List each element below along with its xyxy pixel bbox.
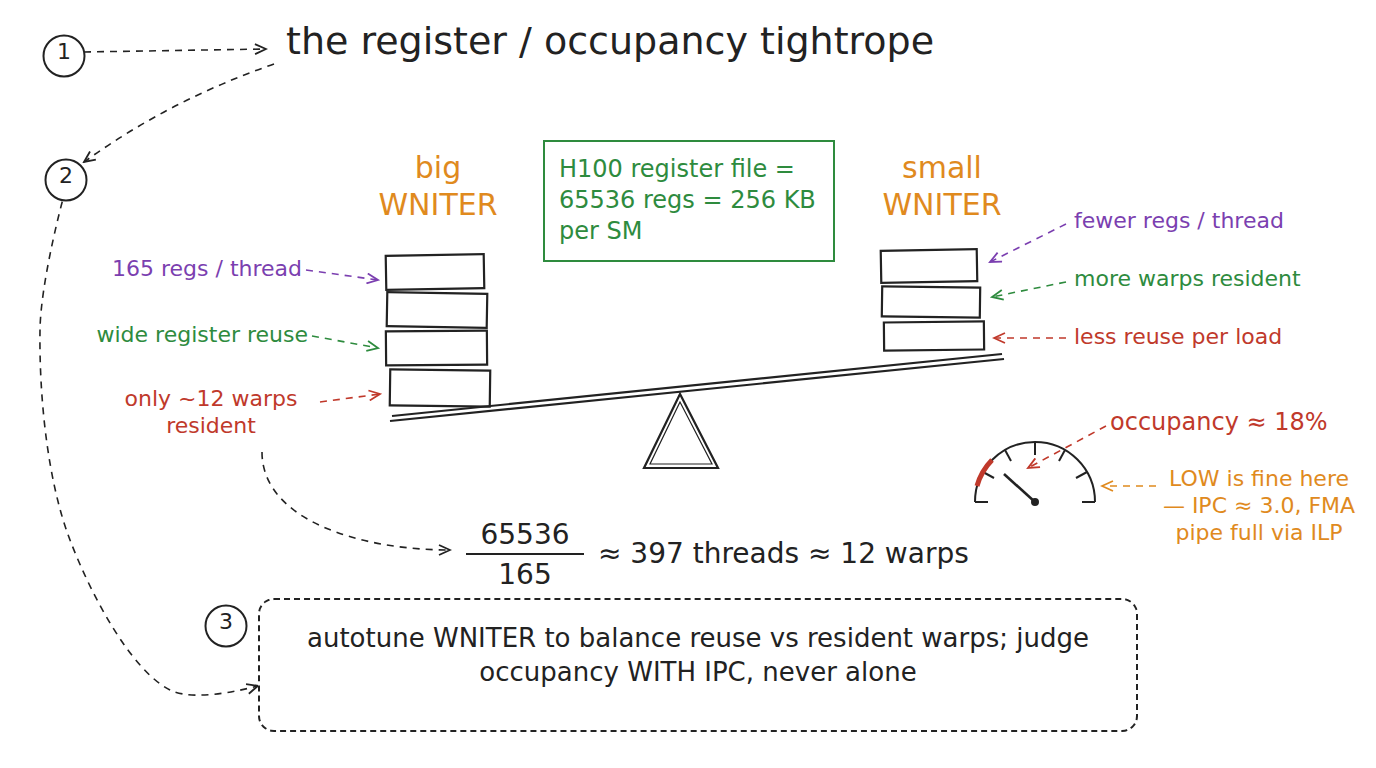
variant-label: small WNITER (872, 150, 1012, 223)
leader-line (312, 336, 378, 348)
leader-line (1028, 426, 1106, 468)
summary-box: autotune WNITER to balance reuse vs resi… (258, 598, 1138, 732)
variant-label: big WNITER (368, 150, 508, 223)
gauge-label: occupancy ≈ 18% (1110, 408, 1328, 437)
leader-line (992, 282, 1066, 297)
info-box: H100 register file = 65536 regs = 256 KB… (543, 140, 835, 262)
box-text: H100 register file = 65536 regs = 256 KB… (559, 154, 819, 248)
annotation: wide register reuse (97, 322, 308, 349)
leader-line (990, 224, 1066, 262)
equation-result: ≈ 397 threads ≈ 12 warps (598, 537, 969, 571)
callout-number: 1 (42, 34, 86, 70)
annotation: 165 regs / thread (112, 256, 302, 283)
callout-circle: 3 (204, 604, 248, 648)
leader-line (306, 270, 378, 280)
callout-number: 3 (204, 604, 248, 640)
register-stack-small (881, 249, 984, 350)
register-stack-big (386, 254, 491, 407)
callout-leader (84, 49, 266, 52)
callout-number: 2 (44, 158, 88, 194)
numerator: 65536 (465, 518, 585, 552)
box-text: autotune WNITER to balance reuse vs resi… (284, 622, 1112, 690)
seesaw (390, 354, 1004, 468)
annotation: more warps resident (1074, 266, 1301, 293)
occupancy-gauge (975, 442, 1095, 505)
leader-line (994, 337, 1066, 339)
annotation: fewer regs / thread (1074, 208, 1284, 235)
callout-leader (84, 64, 274, 162)
note: LOW is fine here — IPC ≈ 3.0, FMA pipe f… (1158, 466, 1360, 546)
title: the register / occupancy tightrope (286, 18, 934, 64)
leader-line (1102, 485, 1156, 487)
fraction-bar (466, 553, 584, 555)
leader-line (262, 452, 450, 550)
leader-line (320, 394, 380, 402)
annotation: less reuse per load (1074, 324, 1282, 351)
denominator: 165 (465, 558, 585, 592)
annotation: only ~12 warps resident (106, 386, 316, 440)
callout-circle: 2 (44, 158, 88, 202)
callout-circle: 1 (42, 34, 86, 78)
